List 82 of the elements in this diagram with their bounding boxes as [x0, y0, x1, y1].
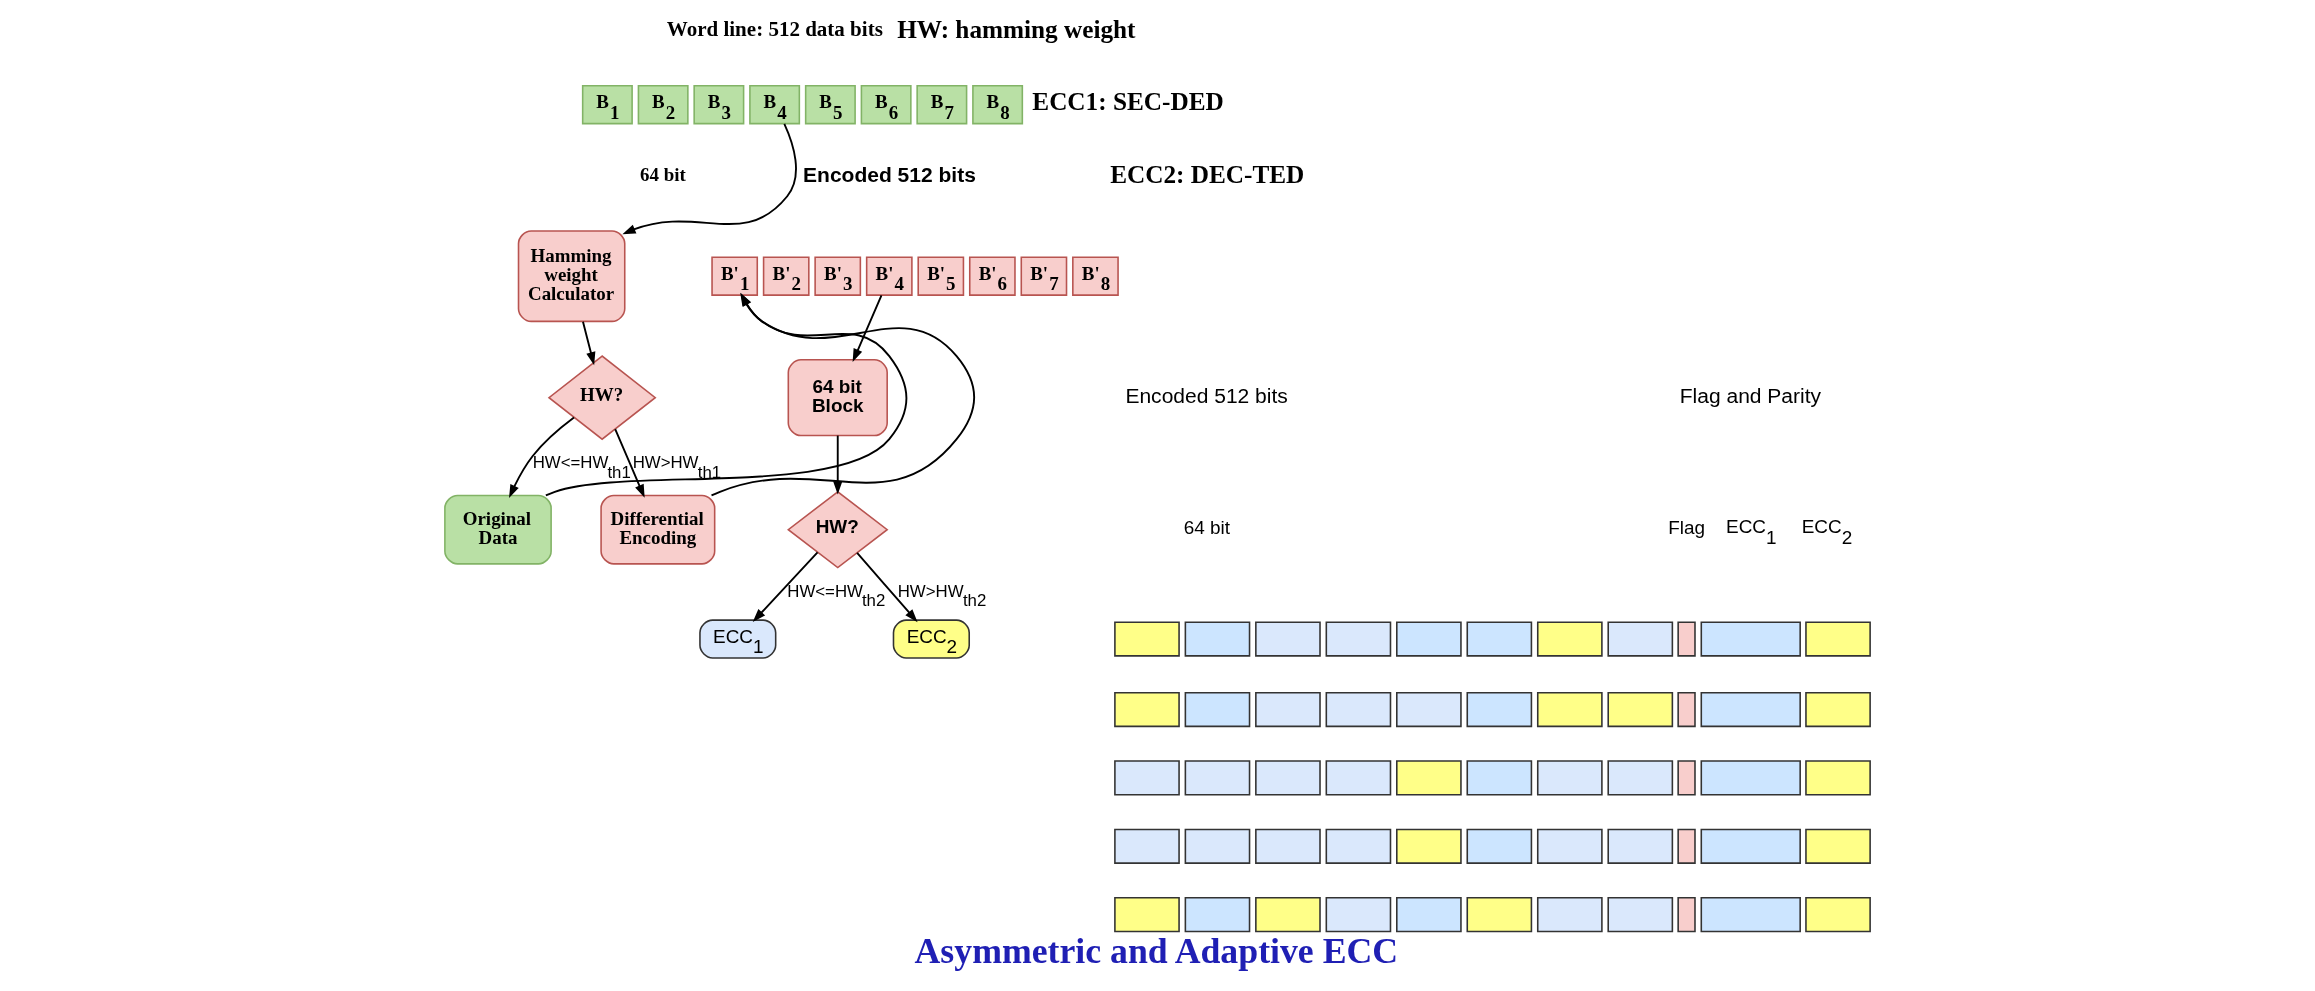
node-diamond: HW? — [547, 354, 657, 440]
node-box — [1255, 828, 1321, 864]
arrow — [752, 550, 819, 622]
node-box — [1536, 896, 1603, 932]
node-box — [1677, 620, 1696, 657]
label: Encoded 512 bits — [1125, 383, 1288, 407]
node-box — [1607, 759, 1674, 795]
node-box — [1700, 828, 1801, 864]
node-box — [1184, 896, 1251, 932]
node-box — [1607, 828, 1674, 864]
arrow — [622, 122, 797, 234]
arrow — [544, 292, 908, 496]
label: HW: hamming weight — [897, 15, 1136, 43]
node-box — [1114, 896, 1180, 932]
node-box — [1396, 828, 1462, 864]
label: 64 bit — [640, 163, 686, 185]
node-box — [1255, 691, 1321, 727]
node-box — [1700, 691, 1801, 727]
node-box — [1466, 896, 1533, 932]
node-box — [1536, 828, 1603, 864]
node-box — [1325, 896, 1392, 932]
node-box — [1536, 691, 1603, 727]
label: Flag and Parity — [1679, 383, 1822, 407]
diagram-title: Asymmetric and Adaptive ECC — [914, 930, 1399, 971]
node-box — [1536, 620, 1603, 657]
arrow — [856, 551, 918, 622]
node-box: 64 bit Block — [787, 358, 888, 436]
node-box — [1325, 691, 1392, 727]
node-box — [1255, 896, 1321, 932]
node-box — [1466, 691, 1533, 727]
node-box — [1325, 759, 1392, 795]
node-box — [1184, 620, 1251, 657]
node-box — [1396, 896, 1462, 932]
node-box — [1607, 620, 1674, 657]
node-box — [1184, 828, 1251, 864]
arrow — [582, 320, 596, 365]
node-box — [1677, 759, 1696, 795]
node-box — [1114, 828, 1180, 864]
arrow — [509, 416, 575, 498]
label: 64 bit — [1183, 516, 1231, 538]
label: ECC1: SEC-DED — [1032, 87, 1224, 115]
node-box — [1184, 759, 1251, 795]
node-box — [1805, 691, 1871, 727]
node-box — [1184, 691, 1251, 727]
node-box: Original Data — [444, 494, 552, 565]
arrow — [852, 293, 883, 362]
node-box — [1466, 828, 1533, 864]
node-box — [1536, 759, 1603, 795]
node-box — [1396, 759, 1462, 795]
node-box — [1805, 896, 1871, 932]
node-box — [1255, 759, 1321, 795]
node-box: Hamming weight Calculator — [517, 229, 626, 322]
node-box — [1396, 691, 1462, 727]
label: Encoded 512 bits — [803, 162, 976, 185]
node-box — [1114, 691, 1180, 727]
node-box — [1466, 759, 1533, 795]
node-box — [1805, 620, 1871, 657]
node-box — [1466, 620, 1533, 657]
label: Flag — [1668, 516, 1705, 538]
node-box — [1325, 620, 1392, 657]
label: Word line: 512 data bits — [666, 16, 883, 41]
node-box — [1677, 828, 1696, 864]
node-box — [1114, 620, 1180, 657]
arrow — [833, 434, 843, 494]
node-box: Differential Encoding — [600, 494, 716, 565]
node-box — [1700, 759, 1801, 795]
node-box — [1677, 691, 1696, 727]
node-box — [1700, 620, 1801, 657]
node-box — [1607, 896, 1674, 932]
node-box — [1805, 828, 1871, 864]
node-box — [1607, 691, 1674, 727]
arrow — [614, 427, 645, 498]
node-box — [1255, 620, 1321, 657]
node-box — [1700, 896, 1801, 932]
node-box — [1805, 759, 1871, 795]
node-box — [1114, 759, 1180, 795]
node-box — [1396, 620, 1462, 657]
arrow — [710, 292, 976, 496]
node-diamond: HW? — [787, 490, 889, 568]
node-box — [1677, 896, 1696, 932]
label: ECC2: DEC-TED — [1110, 160, 1305, 188]
node-box — [1325, 828, 1392, 864]
